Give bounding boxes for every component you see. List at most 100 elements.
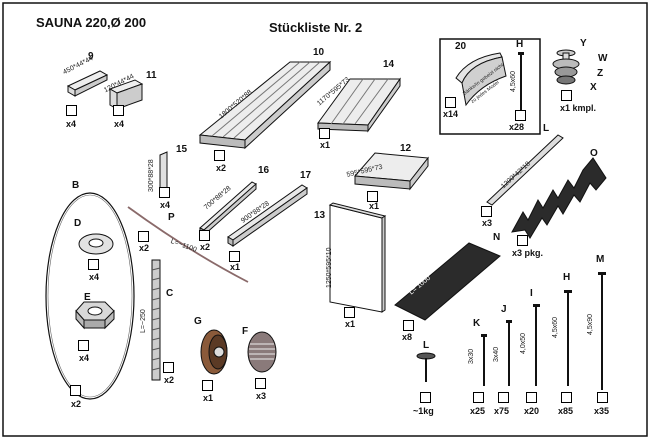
part-h-qty: x85: [558, 406, 574, 416]
part-d-washer: [78, 233, 114, 255]
part-f-number: F: [242, 326, 249, 337]
part-h-top-number: H: [516, 39, 524, 50]
part-j-screw: [506, 320, 512, 386]
part-17-checkbox[interactable]: [229, 251, 240, 262]
part-11-checkbox[interactable]: [113, 105, 124, 116]
part-p-number: P: [168, 212, 175, 223]
part-13-sheet-board: [328, 202, 387, 313]
part-14-number: 14: [383, 59, 395, 70]
part-l-nail-number: L: [423, 340, 430, 351]
part-ywzx-checkbox[interactable]: [561, 90, 572, 101]
part-b-ring-inner: [47, 194, 133, 398]
part-g-checkbox[interactable]: [202, 380, 213, 391]
part-16-qty: x2: [200, 242, 211, 252]
part-13-checkbox[interactable]: [344, 307, 355, 318]
part-15-dimension: 300*88*28: [148, 159, 155, 192]
part-12-panel: [353, 152, 429, 191]
parts-list-title: Stückliste Nr. 2: [269, 20, 363, 35]
part-13-dimension: 1250*595*10: [326, 247, 333, 289]
part-11-block: [108, 79, 144, 110]
part-c-dimension: L=~250: [140, 309, 147, 333]
part-14-qty: x1: [320, 140, 331, 150]
part-p-strip: [127, 206, 249, 283]
part-l-checkbox[interactable]: [481, 206, 492, 217]
part-15-checkbox[interactable]: [159, 187, 170, 198]
part-p-checkbox[interactable]: [138, 231, 149, 242]
fastener-group-frame: [439, 38, 541, 135]
part-c-threaded-rod: [151, 259, 161, 381]
part-l-rod: [486, 134, 564, 206]
part-g-number: G: [194, 316, 202, 327]
part-d-qty: x4: [89, 272, 100, 282]
part-y-label: Y: [580, 38, 587, 49]
part-j-qty: x75: [494, 406, 510, 416]
part-20-checkbox[interactable]: [445, 97, 456, 108]
part-l-number: L: [543, 123, 550, 134]
sauna-title: SAUNA 220,Ø 200: [36, 15, 147, 30]
part-k-checkbox[interactable]: [473, 392, 484, 403]
part-x-label: X: [590, 82, 597, 93]
part-o-checkbox[interactable]: [517, 235, 528, 246]
part-o-number: O: [590, 148, 598, 159]
part-h-top-checkbox[interactable]: [515, 110, 526, 121]
part-c-checkbox[interactable]: [163, 362, 174, 373]
part-j-dimension: 3x40: [493, 346, 500, 362]
part-h-screw: [564, 290, 572, 386]
part-o-qty: x3 pkg.: [512, 248, 544, 258]
part-9-qty: x4: [66, 119, 77, 129]
part-13-number: 13: [314, 210, 326, 221]
part-z-label: Z: [597, 68, 604, 79]
part-f-checkbox[interactable]: [255, 378, 266, 389]
part-e-checkbox[interactable]: [78, 340, 89, 351]
part-l-nail-checkbox[interactable]: [420, 392, 431, 403]
part-h-screw-top: [518, 52, 524, 110]
part-10-checkbox[interactable]: [214, 150, 225, 161]
part-j-checkbox[interactable]: [498, 392, 509, 403]
part-k-screw: [481, 334, 487, 386]
part-m-number: M: [596, 254, 605, 265]
part-m-dimension: 4,5x90: [587, 313, 594, 335]
part-k-number: K: [473, 318, 481, 329]
part-h-top-qty: x28: [509, 122, 525, 132]
part-n-shingle: [394, 242, 501, 321]
part-14-checkbox[interactable]: [319, 128, 330, 139]
part-b-checkbox[interactable]: [70, 385, 81, 396]
part-n-number: N: [493, 232, 501, 243]
part-h-checkbox[interactable]: [561, 392, 572, 403]
part-l-qty: x3: [482, 218, 493, 228]
part-11-number: 11: [146, 70, 157, 81]
part-d-checkbox[interactable]: [88, 259, 99, 270]
part-10-bench-panel: [198, 60, 332, 150]
part-h-dimension: 4,5x60: [552, 316, 559, 338]
part-13-qty: x1: [345, 319, 356, 329]
part-16-number: 16: [258, 165, 270, 176]
part-k-dimension: 3x30: [468, 348, 475, 364]
part-9-checkbox[interactable]: [66, 105, 77, 116]
part-i-qty: x20: [524, 406, 540, 416]
part-j-number: J: [501, 304, 507, 315]
part-14-panel: [317, 77, 401, 133]
part-12-checkbox[interactable]: [367, 191, 378, 202]
part-16-checkbox[interactable]: [199, 230, 210, 241]
part-e-nut: [75, 301, 115, 330]
part-m-screw: [598, 272, 606, 390]
part-o-shingles: [511, 157, 607, 239]
part-l-nail: [416, 352, 436, 382]
part-20-cushion: [455, 52, 507, 107]
part-l-nail-qty: ~1kg: [413, 406, 434, 416]
part-i-number: I: [530, 288, 533, 299]
part-n-checkbox[interactable]: [403, 320, 414, 331]
part-12-qty: x1: [369, 201, 380, 211]
part-20-number: 20: [455, 41, 467, 52]
part-i-checkbox[interactable]: [526, 392, 537, 403]
part-i-screw: [533, 304, 540, 386]
part-m-checkbox[interactable]: [597, 392, 608, 403]
part-h-number: H: [563, 272, 571, 283]
part-e-qty: x4: [79, 353, 90, 363]
part-f-grille: [247, 331, 277, 373]
part-f-qty: x3: [256, 391, 267, 401]
part-h-top-dimension: 4,5x60: [510, 70, 517, 92]
part-i-dimension: 4,0x50: [520, 332, 527, 354]
part-17-qty: x1: [230, 262, 241, 272]
part-e-number: E: [84, 292, 91, 303]
